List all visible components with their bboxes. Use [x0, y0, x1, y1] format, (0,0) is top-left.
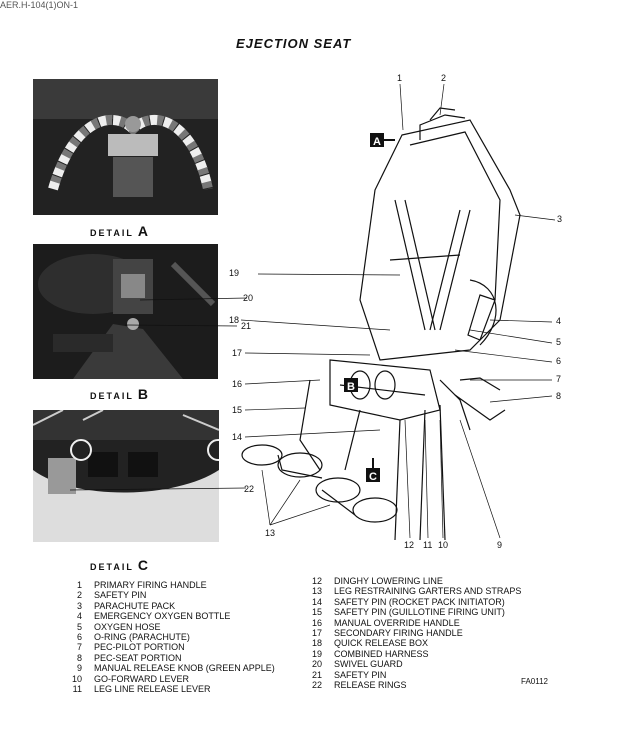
callout-16: 16 [232, 379, 243, 389]
callout-4: 4 [556, 316, 562, 326]
callout-8: 8 [556, 391, 562, 401]
callout-1: 1 [397, 73, 403, 83]
callout-15: 15 [232, 405, 243, 415]
callout-7: 7 [556, 374, 562, 384]
callout-12: 12 [404, 540, 415, 550]
view-marker-c: C [366, 458, 380, 483]
callout-2: 2 [441, 73, 447, 83]
page-header: AER.H-104(1)ON-1 [0, 0, 79, 10]
figure-code: FA0112 [521, 677, 548, 686]
detail-b-photo [33, 244, 218, 379]
callout-19: 19 [229, 268, 240, 278]
callout-9: 9 [497, 540, 503, 550]
callout-21: 21 [241, 321, 252, 331]
view-marker-a: A [370, 133, 395, 148]
svg-text:B: B [347, 381, 355, 393]
svg-text:A: A [373, 136, 381, 148]
callout-11: 11 [423, 540, 433, 550]
detail-c-photo [33, 410, 219, 542]
callout-10: 10 [438, 540, 449, 550]
callout-3: 3 [557, 214, 563, 224]
view-marker-b: B [344, 378, 358, 393]
callout-13: 13 [265, 528, 276, 538]
detail-a-photo [33, 79, 218, 215]
callout-18: 18 [229, 315, 240, 325]
callout-22: 22 [244, 484, 255, 494]
callout-17: 17 [232, 348, 243, 358]
callout-20: 20 [243, 293, 254, 303]
callout-14: 14 [232, 432, 243, 442]
svg-text:C: C [369, 471, 377, 483]
callout-5: 5 [556, 337, 562, 347]
page-title: EJECTION SEAT [236, 36, 352, 51]
callout-6: 6 [556, 356, 562, 366]
